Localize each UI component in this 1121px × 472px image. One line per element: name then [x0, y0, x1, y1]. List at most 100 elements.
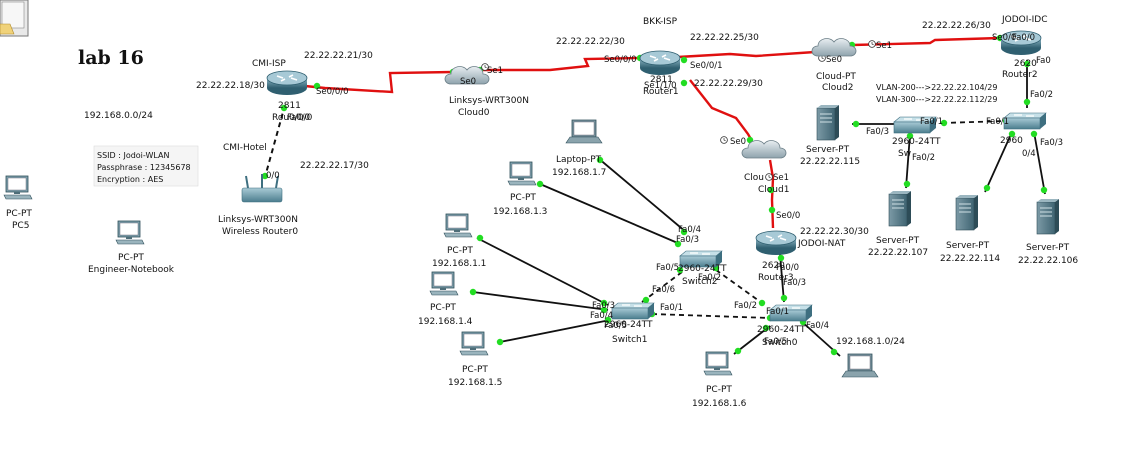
- device-switch2[interactable]: 2960-24TT Switch2: [678, 250, 727, 287]
- device-switch4[interactable]: 2960-24TT Sw: [892, 116, 941, 159]
- port-label: Se0/0: [776, 211, 800, 221]
- port-label: Se0/0: [992, 33, 1016, 43]
- laptop-icon: [565, 119, 603, 144]
- port-label-partial: 0/4: [1022, 149, 1036, 159]
- device-switch1[interactable]: 2960-24TT Switch1: [604, 302, 655, 345]
- wifi-info-note: SSID : Jodoi-WLAN Passphrase : 12345678 …: [93, 145, 199, 187]
- link-cloud0-router1[interactable]: [480, 56, 643, 72]
- device-model: PC-PT: [706, 385, 732, 395]
- link-router0-cloud0[interactable]: [284, 70, 454, 94]
- lab-title: lab 16: [78, 47, 144, 69]
- link-sw3-sw4[interactable]: [941, 120, 1007, 124]
- link-router0-wrt[interactable]: [264, 104, 286, 178]
- device-server-106[interactable]: Server-PT 22.22.22.106: [1018, 198, 1078, 266]
- cloud-icon: [741, 140, 787, 159]
- link-sw4-srv107[interactable]: [905, 133, 911, 189]
- device-model: Linksys-WRT300N: [218, 215, 298, 225]
- device-tag: JODOI-NAT: [797, 239, 846, 249]
- device-cloud2[interactable]: Cloud-PT Cloud2: [811, 38, 857, 93]
- link-router1-cloud1[interactable]: [689, 79, 754, 142]
- device-laptop-192-168-1-2[interactable]: Laptop-PT 192.168.1.7: [552, 119, 606, 178]
- link-lap12-sw2[interactable]: [597, 157, 687, 233]
- link-pc15-sw1[interactable]: [499, 319, 611, 343]
- link-pc11-sw1[interactable]: [476, 237, 609, 306]
- device-pc-192-168-1-5[interactable]: PC-PT 192.168.1.5: [448, 331, 502, 388]
- device-name: Wireless Router0: [222, 227, 298, 237]
- device-model: 2620: [1014, 59, 1037, 69]
- device-model: Server-PT: [876, 236, 920, 246]
- device-model: PC-PT: [447, 246, 473, 256]
- port-label: Fa0/3: [1040, 138, 1063, 148]
- device-server-115[interactable]: Server-PT 22.22.22.115: [800, 104, 860, 167]
- pc-icon: [703, 351, 733, 376]
- port-label: Se1: [876, 41, 892, 51]
- device-name: Cloud1: [758, 185, 789, 195]
- router-icon: [755, 230, 797, 256]
- vlan-label: VLAN-300--->22.22.22.112/29: [876, 95, 997, 104]
- port-label: Fa0/5: [764, 337, 787, 347]
- link-sw2-sw0[interactable]: [715, 269, 763, 304]
- device-ip: 22.22.22.107: [868, 248, 928, 258]
- pc-icon: [115, 220, 145, 245]
- port-label: Se1: [773, 173, 789, 183]
- link-router1-cloud2[interactable]: [677, 50, 816, 59]
- device-pc-192-168-1-1[interactable]: PC-PT 192.168.1.1: [432, 213, 486, 269]
- device-model: PC-PT: [6, 209, 32, 219]
- device-model: Server-PT: [1026, 243, 1070, 253]
- device-model: PC-PT: [118, 253, 144, 263]
- device-ip: 192.168.1.3: [493, 207, 547, 217]
- device-server-107[interactable]: Server-PT 22.22.22.107: [868, 190, 928, 258]
- device-model: PC-PT: [510, 193, 536, 203]
- clock-icon: [765, 173, 773, 181]
- device-cloud0[interactable]: Linksys-WRT300N Cloud0: [444, 66, 529, 118]
- pc-icon: [507, 161, 537, 186]
- device-router3[interactable]: JODOI-NAT 2620 Router3: [755, 230, 846, 283]
- link-cloud2-router2[interactable]: [851, 36, 1001, 47]
- device-router1[interactable]: BKK-ISP 2811 Router1: [639, 17, 681, 97]
- device-pc5[interactable]: PC-PT PC5: [3, 175, 33, 231]
- link-pc13-sw2[interactable]: [539, 183, 681, 245]
- device-switch0[interactable]: 2960-24TT Switch0: [757, 304, 813, 348]
- link-sw3-srv106[interactable]: [1033, 131, 1046, 195]
- device-model: Cloud-PT: [816, 72, 856, 82]
- link-pc14-sw1[interactable]: [472, 291, 609, 311]
- port-label: Se0/0/1: [690, 61, 723, 71]
- device-server-114[interactable]: Server-PT 22.22.22.114: [940, 194, 1000, 264]
- device-name: Switch1: [612, 335, 647, 345]
- port-label: Se0: [460, 77, 476, 87]
- device-cloud1[interactable]: Clou Cloud1: [741, 140, 789, 195]
- device-wireless-router0[interactable]: CMI-Hotel Linksys-WRT300N Wireless Route…: [218, 143, 298, 237]
- link-sw1-sw0[interactable]: [651, 313, 771, 319]
- device-ip: 22.22.22.106: [1018, 256, 1078, 266]
- device-laptop-192-168-1-7[interactable]: [841, 353, 879, 378]
- port-label: Fa0/5: [656, 263, 679, 273]
- device-switch3[interactable]: 2960: [1000, 112, 1047, 146]
- device-model-partial: 2960: [1000, 136, 1023, 146]
- device-ip: 22.22.22.114: [940, 254, 1000, 264]
- router-icon: [266, 70, 308, 96]
- vlan-label: VLAN-200--->22.22.22.104/29: [876, 83, 997, 92]
- port-label: Fa0/2: [734, 301, 757, 311]
- pc-icon: [3, 175, 33, 200]
- device-engineer-notebook[interactable]: PC-PT Engineer-Notebook: [88, 220, 175, 275]
- port-label: Fa0/4: [590, 311, 613, 321]
- links-layer: [264, 36, 1046, 357]
- port-label: Fa0/3: [592, 301, 615, 311]
- server-icon: [888, 190, 912, 227]
- device-pc-192-168-1-6[interactable]: PC-PT 192.168.1.6: [692, 351, 747, 409]
- ip-label: 22.22.22.25/30: [690, 33, 759, 43]
- device-name-partial: Clou: [744, 173, 764, 183]
- device-pc-192-168-1-4[interactable]: PC-PT 192.168.1.4: [418, 271, 473, 327]
- device-router2[interactable]: JODOI-IDC 2620 Router2: [1000, 15, 1048, 80]
- device-model: PC-PT: [430, 303, 456, 313]
- server-icon: [816, 104, 840, 141]
- link-sw3-srv114[interactable]: [984, 131, 1013, 193]
- device-model: 2960-24TT: [757, 325, 806, 335]
- device-router0[interactable]: CMI-ISP 2811 Rou0/0/0: [252, 59, 313, 123]
- device-ip: 192.168.1.6: [692, 399, 747, 409]
- port-label: Fa0/1: [920, 117, 943, 127]
- device-model: Linksys-WRT300N: [449, 96, 529, 106]
- device-pc-192-168-1-3[interactable]: PC-PT 192.168.1.3: [493, 161, 547, 217]
- link-router3-sw0[interactable]: [779, 253, 785, 303]
